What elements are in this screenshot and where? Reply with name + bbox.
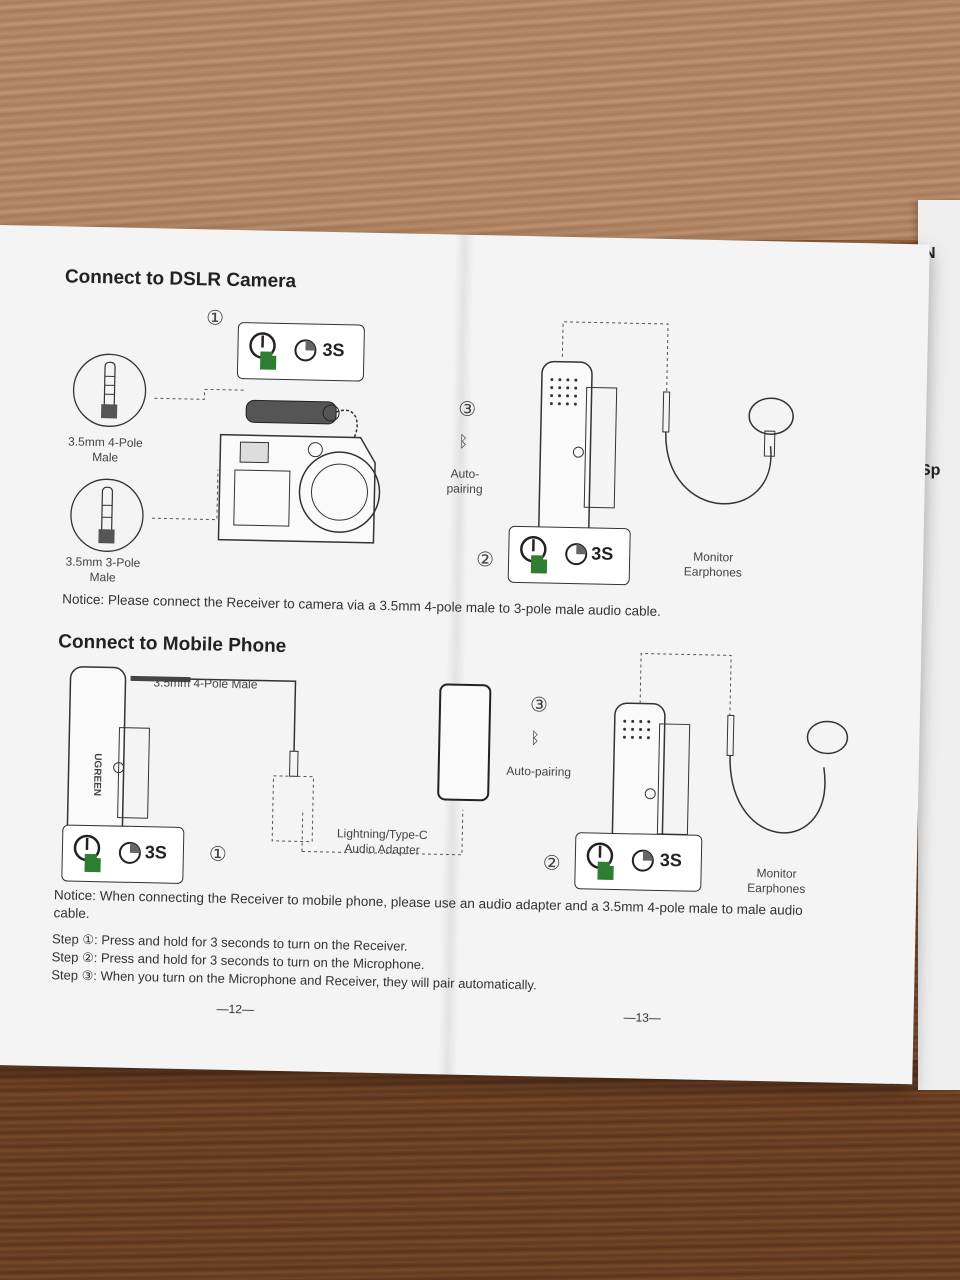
page-number-right: —13— <box>623 1010 662 1026</box>
power-button-icon-3 <box>73 834 101 873</box>
step-2-label: Step ②: <box>51 949 98 966</box>
jack-4pole-diagram <box>72 353 147 427</box>
mobile-power-box-2: 3S <box>574 832 703 892</box>
dslr-monitor-label: Monitor Earphones <box>683 549 743 580</box>
step-3-row: Step ③: When you turn on the Microphone … <box>51 967 537 993</box>
next-page-heading-n: N <box>924 245 936 262</box>
hold-time-label-2: 3S <box>591 543 614 564</box>
mobile-step2-marker: ② <box>542 852 561 875</box>
dslr-receiver-diagram <box>537 321 669 543</box>
manual-spread: Connect to DSLR Camera 3.5mm 4-Pole Male… <box>0 225 930 1085</box>
timer-icon-4 <box>631 849 654 872</box>
mobile-receiver-diagram <box>66 666 315 859</box>
step-1-label: Step ①: <box>51 931 98 948</box>
mobile-step1-marker: ① <box>208 843 228 866</box>
power-button-icon-4 <box>586 842 614 880</box>
timer-icon <box>294 339 317 362</box>
dslr-step3-marker: ③ <box>458 398 477 422</box>
dslr-power-box-1: 3S <box>236 322 365 382</box>
phone-adapter-diagram <box>301 683 492 856</box>
adapter-label: Lightning/Type-C Audio Adapter <box>336 826 428 857</box>
page-fold <box>437 234 475 1075</box>
dslr-step1-marker: ① <box>205 307 225 330</box>
dslr-camera-diagram <box>217 399 381 544</box>
step-3-label: Step ③: <box>51 967 98 984</box>
mobile-brand-label: UGREEN <box>90 753 103 797</box>
hold-time-label-3: 3S <box>144 842 168 863</box>
step-3-text: When you turn on the Microphone and Rece… <box>100 968 537 993</box>
dslr-section-title: Connect to DSLR Camera <box>64 266 297 293</box>
mobile-section-title: Connect to Mobile Phone <box>58 631 287 658</box>
mobile-cable-label: 3.5mm 4-Pole Male <box>153 675 258 692</box>
wood-table-bottom <box>0 1060 960 1280</box>
hold-time-label-4: 3S <box>659 849 683 871</box>
wood-table-top <box>0 0 960 240</box>
jack-3pole-diagram <box>70 478 144 552</box>
dslr-step2-marker: ② <box>475 549 495 572</box>
hold-time-label: 3S <box>322 339 345 361</box>
timer-icon-2 <box>565 543 588 566</box>
dslr-auto-pairing: Auto-pairing <box>446 466 483 497</box>
dslr-notice: Notice: Please connect the Receiver to c… <box>62 591 662 619</box>
dslr-power-box-2: 3S <box>507 525 631 586</box>
jack-4pole-label: 3.5mm 4-Pole Male <box>67 434 143 465</box>
mobile-auto-pairing: Auto-pairing <box>506 763 572 780</box>
power-button-icon <box>249 332 277 370</box>
cable-dash-lines <box>151 388 245 521</box>
timer-icon-3 <box>118 841 141 864</box>
mobile-step3-marker: ③ <box>529 694 549 717</box>
page-number-left: —12— <box>216 1001 255 1017</box>
power-button-icon-2 <box>520 535 548 574</box>
mobile-power-box-1: 3S <box>61 824 185 884</box>
jack-3pole-label: 3.5mm 3-Pole Male <box>65 554 141 585</box>
dslr-earphones-diagram <box>662 391 794 505</box>
mobile-receiver-right-diagram <box>611 653 849 870</box>
mobile-monitor-label: Monitor Earphones <box>747 865 806 897</box>
bluetooth-icon: ᛒ <box>458 433 469 451</box>
bluetooth-icon-2: ᛒ <box>530 730 541 748</box>
